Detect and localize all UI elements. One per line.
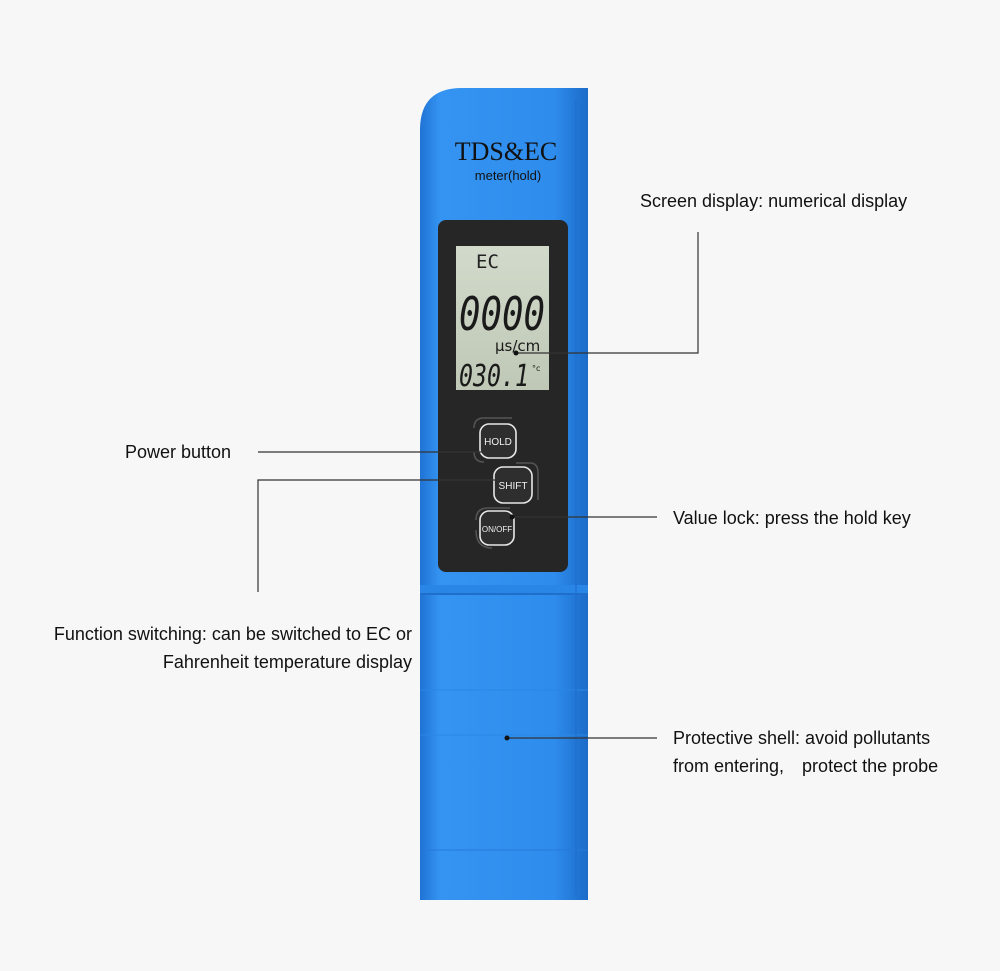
meter-body bbox=[420, 88, 588, 900]
callout-function-line1: Function switching: can be switched to E… bbox=[53, 624, 412, 644]
leader-dot-screen bbox=[513, 350, 519, 356]
callout-function-line2: Fahrenheit temperature display bbox=[162, 652, 412, 672]
lcd-unit: μs/cm bbox=[495, 337, 540, 355]
meter-subtitle: meter(hold) bbox=[475, 168, 541, 183]
meter-title: TDS&EC bbox=[455, 137, 558, 166]
leader-dot-shell bbox=[504, 735, 510, 741]
callout-shell-line1: Protective shell: avoid pollutants bbox=[673, 728, 931, 748]
shift-button[interactable]: SHIFT bbox=[493, 462, 539, 504]
lcd-reading: 0000 bbox=[459, 287, 545, 341]
callout-shell: Protective shell: avoid pollutants from … bbox=[673, 724, 938, 780]
lcd-temperature: 030.1 bbox=[459, 359, 529, 394]
lcd-mode-label: EC bbox=[476, 251, 499, 273]
power-button[interactable]: ON/OFF bbox=[475, 507, 515, 549]
hold-button[interactable]: HOLD bbox=[473, 417, 517, 463]
callout-power: Power button bbox=[125, 442, 232, 462]
lcd-screen: EC 0000 μs/cm 030.1 °c bbox=[456, 246, 549, 394]
shift-button-label: SHIFT bbox=[499, 481, 528, 492]
callout-screen: Screen display: numerical display bbox=[640, 191, 908, 211]
callout-shell-line2: from entering, protect the probe bbox=[673, 756, 939, 776]
lcd-temp-unit: °c bbox=[532, 364, 540, 373]
callout-value-lock: Value lock: press the hold key bbox=[673, 508, 911, 528]
leader-dot-value-lock bbox=[509, 514, 515, 520]
power-button-label: ON/OFF bbox=[482, 525, 512, 534]
hold-button-label: HOLD bbox=[484, 437, 512, 448]
leader-function bbox=[257, 479, 496, 592]
callout-function: Function switching: can be switched to E… bbox=[54, 620, 412, 676]
control-panel bbox=[438, 220, 568, 572]
leader-screen bbox=[516, 232, 699, 354]
